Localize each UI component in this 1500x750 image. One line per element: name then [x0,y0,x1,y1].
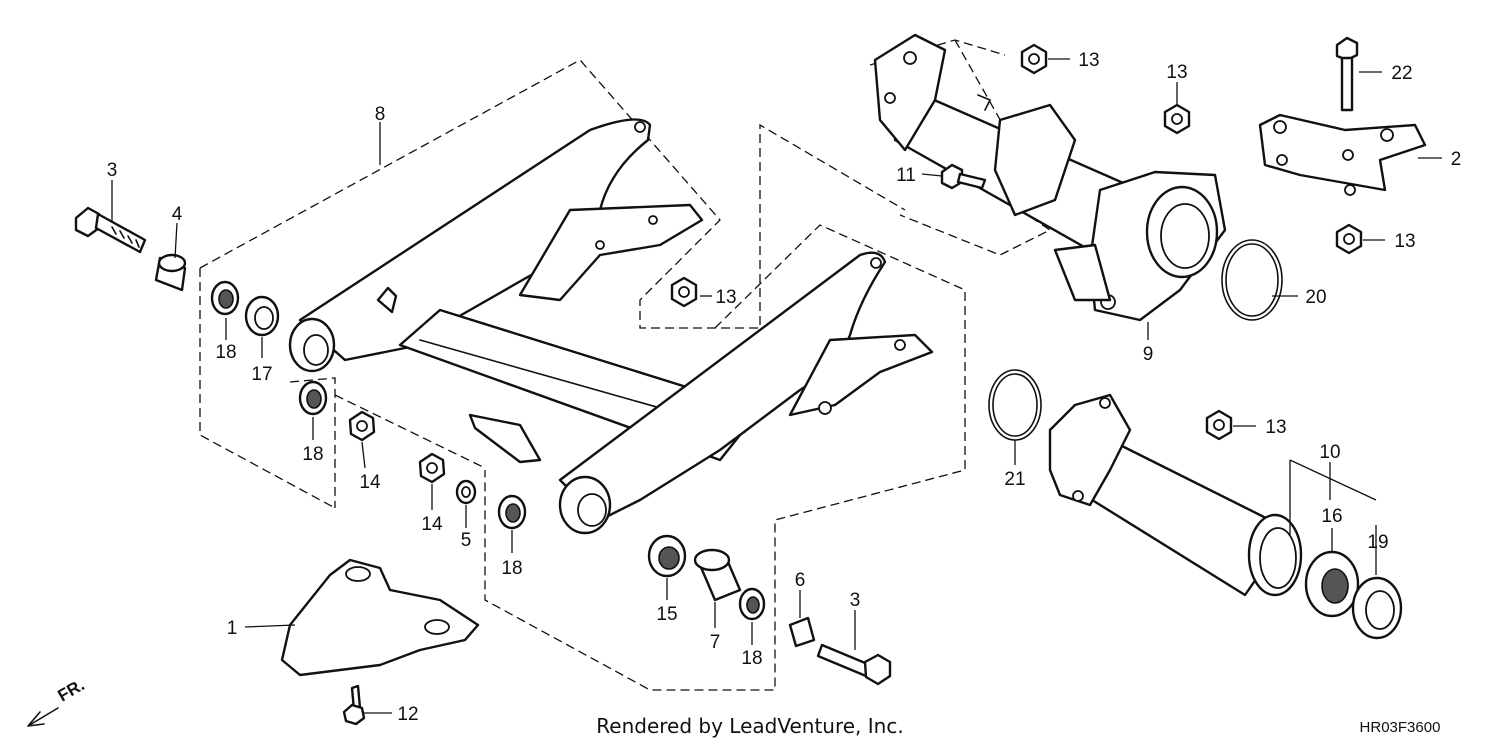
callout-2: 2 [1451,149,1462,170]
callout-4: 4 [172,204,183,225]
callout-13-d: 13 [715,287,736,308]
callout-1: 1 [227,618,238,639]
nut-14-b [418,452,446,484]
bearing-18-d [738,587,766,621]
pivot-bolt-3-right [816,643,892,686]
callout-3-right: 3 [850,590,861,611]
callout-18-a: 18 [215,342,236,363]
callout-18-b: 18 [302,444,323,465]
bearing-18-a [210,280,240,316]
callout-21: 21 [1004,469,1025,490]
nut-13-c [1335,223,1363,255]
callout-13-a: 13 [1078,50,1099,71]
bearing-15 [647,534,687,578]
callout-7: 7 [710,632,721,653]
bearing-16 [1304,550,1360,618]
bolt-12 [342,684,366,726]
nut-13-e [1205,409,1233,441]
bolt-22 [1335,36,1359,112]
bearing-18-b [298,380,328,416]
callout-13-e: 13 [1265,417,1286,438]
callout-11: 11 [896,165,916,186]
o-ring-21 [988,369,1042,441]
callout-3-left: 3 [107,160,118,181]
callout-18-d: 18 [741,648,762,669]
callout-9: 9 [1143,344,1154,365]
seal-19 [1351,576,1403,640]
swingarm-8 [288,118,934,535]
nut-13-d [670,276,698,308]
callout-18-c: 18 [501,558,522,579]
bearing-18-c [497,494,527,530]
callout-13-c: 13 [1394,231,1415,252]
pivot-bolt-3-left [74,206,147,254]
callout-15: 15 [656,604,677,625]
bracket-2 [1258,113,1427,196]
callout-14-a: 14 [359,472,381,493]
callout-20: 20 [1305,287,1326,308]
collar-6 [788,616,816,648]
o-ring-20 [1221,239,1283,321]
front-arrow-icon [27,707,59,727]
callout-6: 6 [795,570,806,591]
callout-14-b: 14 [421,514,443,535]
callout-5: 5 [461,530,472,551]
callout-labels: 3 4 8 18 17 18 14 14 5 18 15 7 18 6 3 1 … [107,50,1462,725]
nut-13-a [1020,43,1048,75]
credit-text: Rendered by LeadVenture, Inc. [596,714,903,738]
axle-tube-10 [1048,393,1303,597]
callout-13-b: 13 [1166,62,1187,83]
front-label: FR. [55,675,88,705]
bolt-11 [940,163,987,190]
skid-plate-1 [280,558,480,677]
nut-13-b [1163,103,1191,135]
callout-17: 17 [251,364,272,385]
diagram-code: HR03F3600 [1360,719,1441,736]
callout-19: 19 [1367,532,1388,553]
leader-lines [111,58,1442,714]
callout-10: 10 [1319,442,1340,463]
washer-5 [455,479,477,505]
axle-housing-9 [873,33,1227,322]
callout-12: 12 [397,704,418,725]
bushing-17 [244,295,280,337]
callout-22: 22 [1391,63,1412,84]
callout-16: 16 [1321,506,1342,527]
bushing-7 [693,548,742,602]
callout-8: 8 [375,104,386,125]
nut-14-a [348,410,376,442]
front-indicator: FR. [27,675,88,727]
collar-4 [154,253,187,292]
